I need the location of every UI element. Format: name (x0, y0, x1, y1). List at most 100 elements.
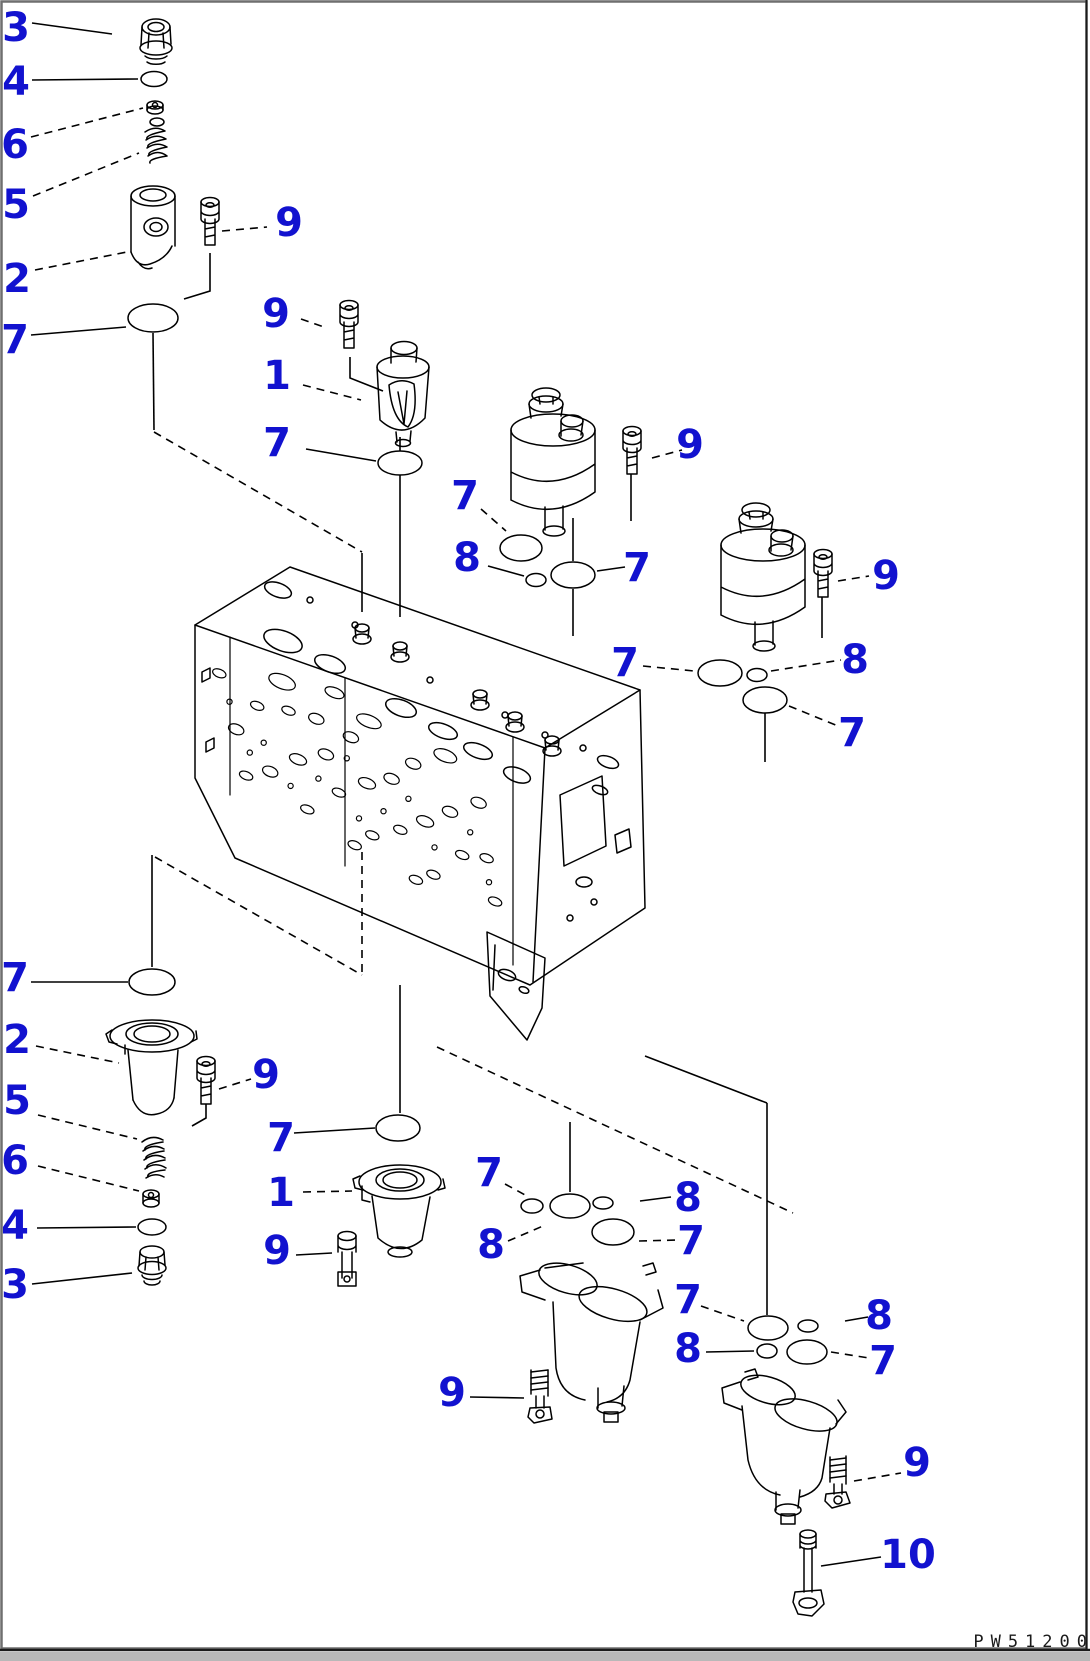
callout-number-7: 7 (623, 545, 651, 591)
callout-number-7: 7 (869, 1338, 897, 1384)
callout-leader (300, 318, 328, 329)
callout-leader (844, 1316, 869, 1322)
reference-leader-lines (151, 253, 823, 1315)
valve-body-part2-bottom (105, 1019, 198, 1116)
o-ring (697, 659, 743, 687)
o-ring (375, 1114, 421, 1142)
o-ring (128, 968, 176, 996)
callout-leader (295, 1252, 333, 1256)
o-ring (520, 1198, 544, 1214)
manifold-valve-bottom-center (519, 1262, 664, 1424)
callout-leader (31, 1272, 133, 1285)
spring-part5-bottom (141, 1136, 167, 1179)
callout-leader (469, 1396, 525, 1399)
callout-leader (37, 1165, 140, 1192)
valve-assembly-drawing (105, 18, 851, 1617)
callout-number-2: 2 (3, 1017, 31, 1063)
callout-number-7: 7 (611, 640, 639, 686)
callout-number-1: 1 (263, 353, 291, 399)
reference-line (154, 856, 363, 976)
callout-leader (830, 1351, 870, 1359)
callout-number-8: 8 (674, 1175, 702, 1221)
callout-leader (30, 107, 144, 138)
bottom-scan-band (0, 1652, 1090, 1661)
callout-number-8: 8 (865, 1293, 893, 1339)
callout-leader (700, 1305, 745, 1322)
callout-number-7: 7 (451, 473, 479, 519)
callout-number-7: 7 (838, 710, 866, 756)
o-ring (140, 70, 168, 88)
block-bottom-bracket (486, 931, 546, 1041)
manifold-valve-bottom-right (721, 1368, 851, 1525)
mounting-bolt-part10 (792, 1529, 825, 1617)
nut-part6-top (146, 100, 164, 115)
callout-number-8: 8 (453, 535, 481, 581)
callout-number-7: 7 (267, 1115, 295, 1161)
o-ring (746, 667, 768, 683)
callout-leader (218, 1078, 252, 1090)
callout-number-2: 2 (3, 256, 31, 302)
callout-number-9: 9 (275, 200, 303, 246)
coil-bolt-9-left (527, 1369, 553, 1424)
callout-number-6: 6 (1, 1138, 29, 1184)
reference-line (436, 1046, 794, 1214)
callout-number-8: 8 (477, 1222, 505, 1268)
o-ring (591, 1218, 635, 1246)
callout-leader (37, 1114, 138, 1140)
callout-number-9: 9 (263, 1228, 291, 1274)
callout-number-7: 7 (475, 1150, 503, 1196)
callout-leader (35, 1045, 120, 1064)
callout-leader (638, 1239, 678, 1242)
callout-number-5: 5 (3, 1078, 31, 1124)
callout-number-9: 9 (676, 422, 704, 468)
o-ring (747, 1315, 789, 1341)
callout-number-3: 3 (1, 1262, 29, 1308)
callout-number-7: 7 (263, 420, 291, 466)
o-ring (756, 1343, 778, 1359)
cone-valve-part1-bottom (352, 1164, 446, 1258)
callout-leader (480, 508, 507, 532)
callout-leader (837, 575, 870, 582)
o-ring (786, 1339, 828, 1365)
bolt-9f (337, 1230, 357, 1287)
o-ring (550, 561, 596, 589)
callout-number-9: 9 (438, 1370, 466, 1416)
o-ring (137, 1218, 167, 1236)
block-top-ports (263, 581, 620, 922)
callout-leader (34, 251, 128, 271)
callout-number-9: 9 (252, 1052, 280, 1098)
callout-leader (302, 384, 362, 401)
callout-number-4: 4 (2, 59, 30, 105)
callout-leader (642, 665, 695, 672)
callout-leader (36, 1226, 137, 1229)
callout-leader (504, 1183, 528, 1197)
callout-number-4: 4 (1, 1203, 29, 1249)
callout-leader (305, 448, 377, 462)
callout-number-7: 7 (1, 317, 29, 363)
callout-leader (32, 152, 140, 197)
o-ring (592, 1196, 614, 1210)
callout-leader (31, 78, 139, 81)
main-valve-block (194, 566, 646, 986)
spring-part5-top (144, 117, 168, 164)
callout-number-7: 7 (677, 1218, 705, 1264)
plug-part3-bottom (137, 1245, 167, 1286)
reference-line (153, 431, 363, 553)
callout-number-1: 1 (267, 1170, 295, 1216)
callout-leader (221, 226, 268, 232)
callout-number-7: 7 (1, 955, 29, 1001)
nut-part6-bottom (142, 1189, 160, 1208)
callout-leader (853, 1472, 902, 1482)
callout-number-6: 6 (1, 122, 29, 168)
callout-leader (30, 326, 127, 336)
reference-line (183, 253, 211, 300)
o-ring (499, 534, 543, 562)
callout-number-9: 9 (903, 1440, 931, 1486)
callout-number-3: 3 (2, 5, 30, 51)
callout-leader (596, 566, 626, 572)
coil-bolt-9-right (824, 1455, 851, 1509)
